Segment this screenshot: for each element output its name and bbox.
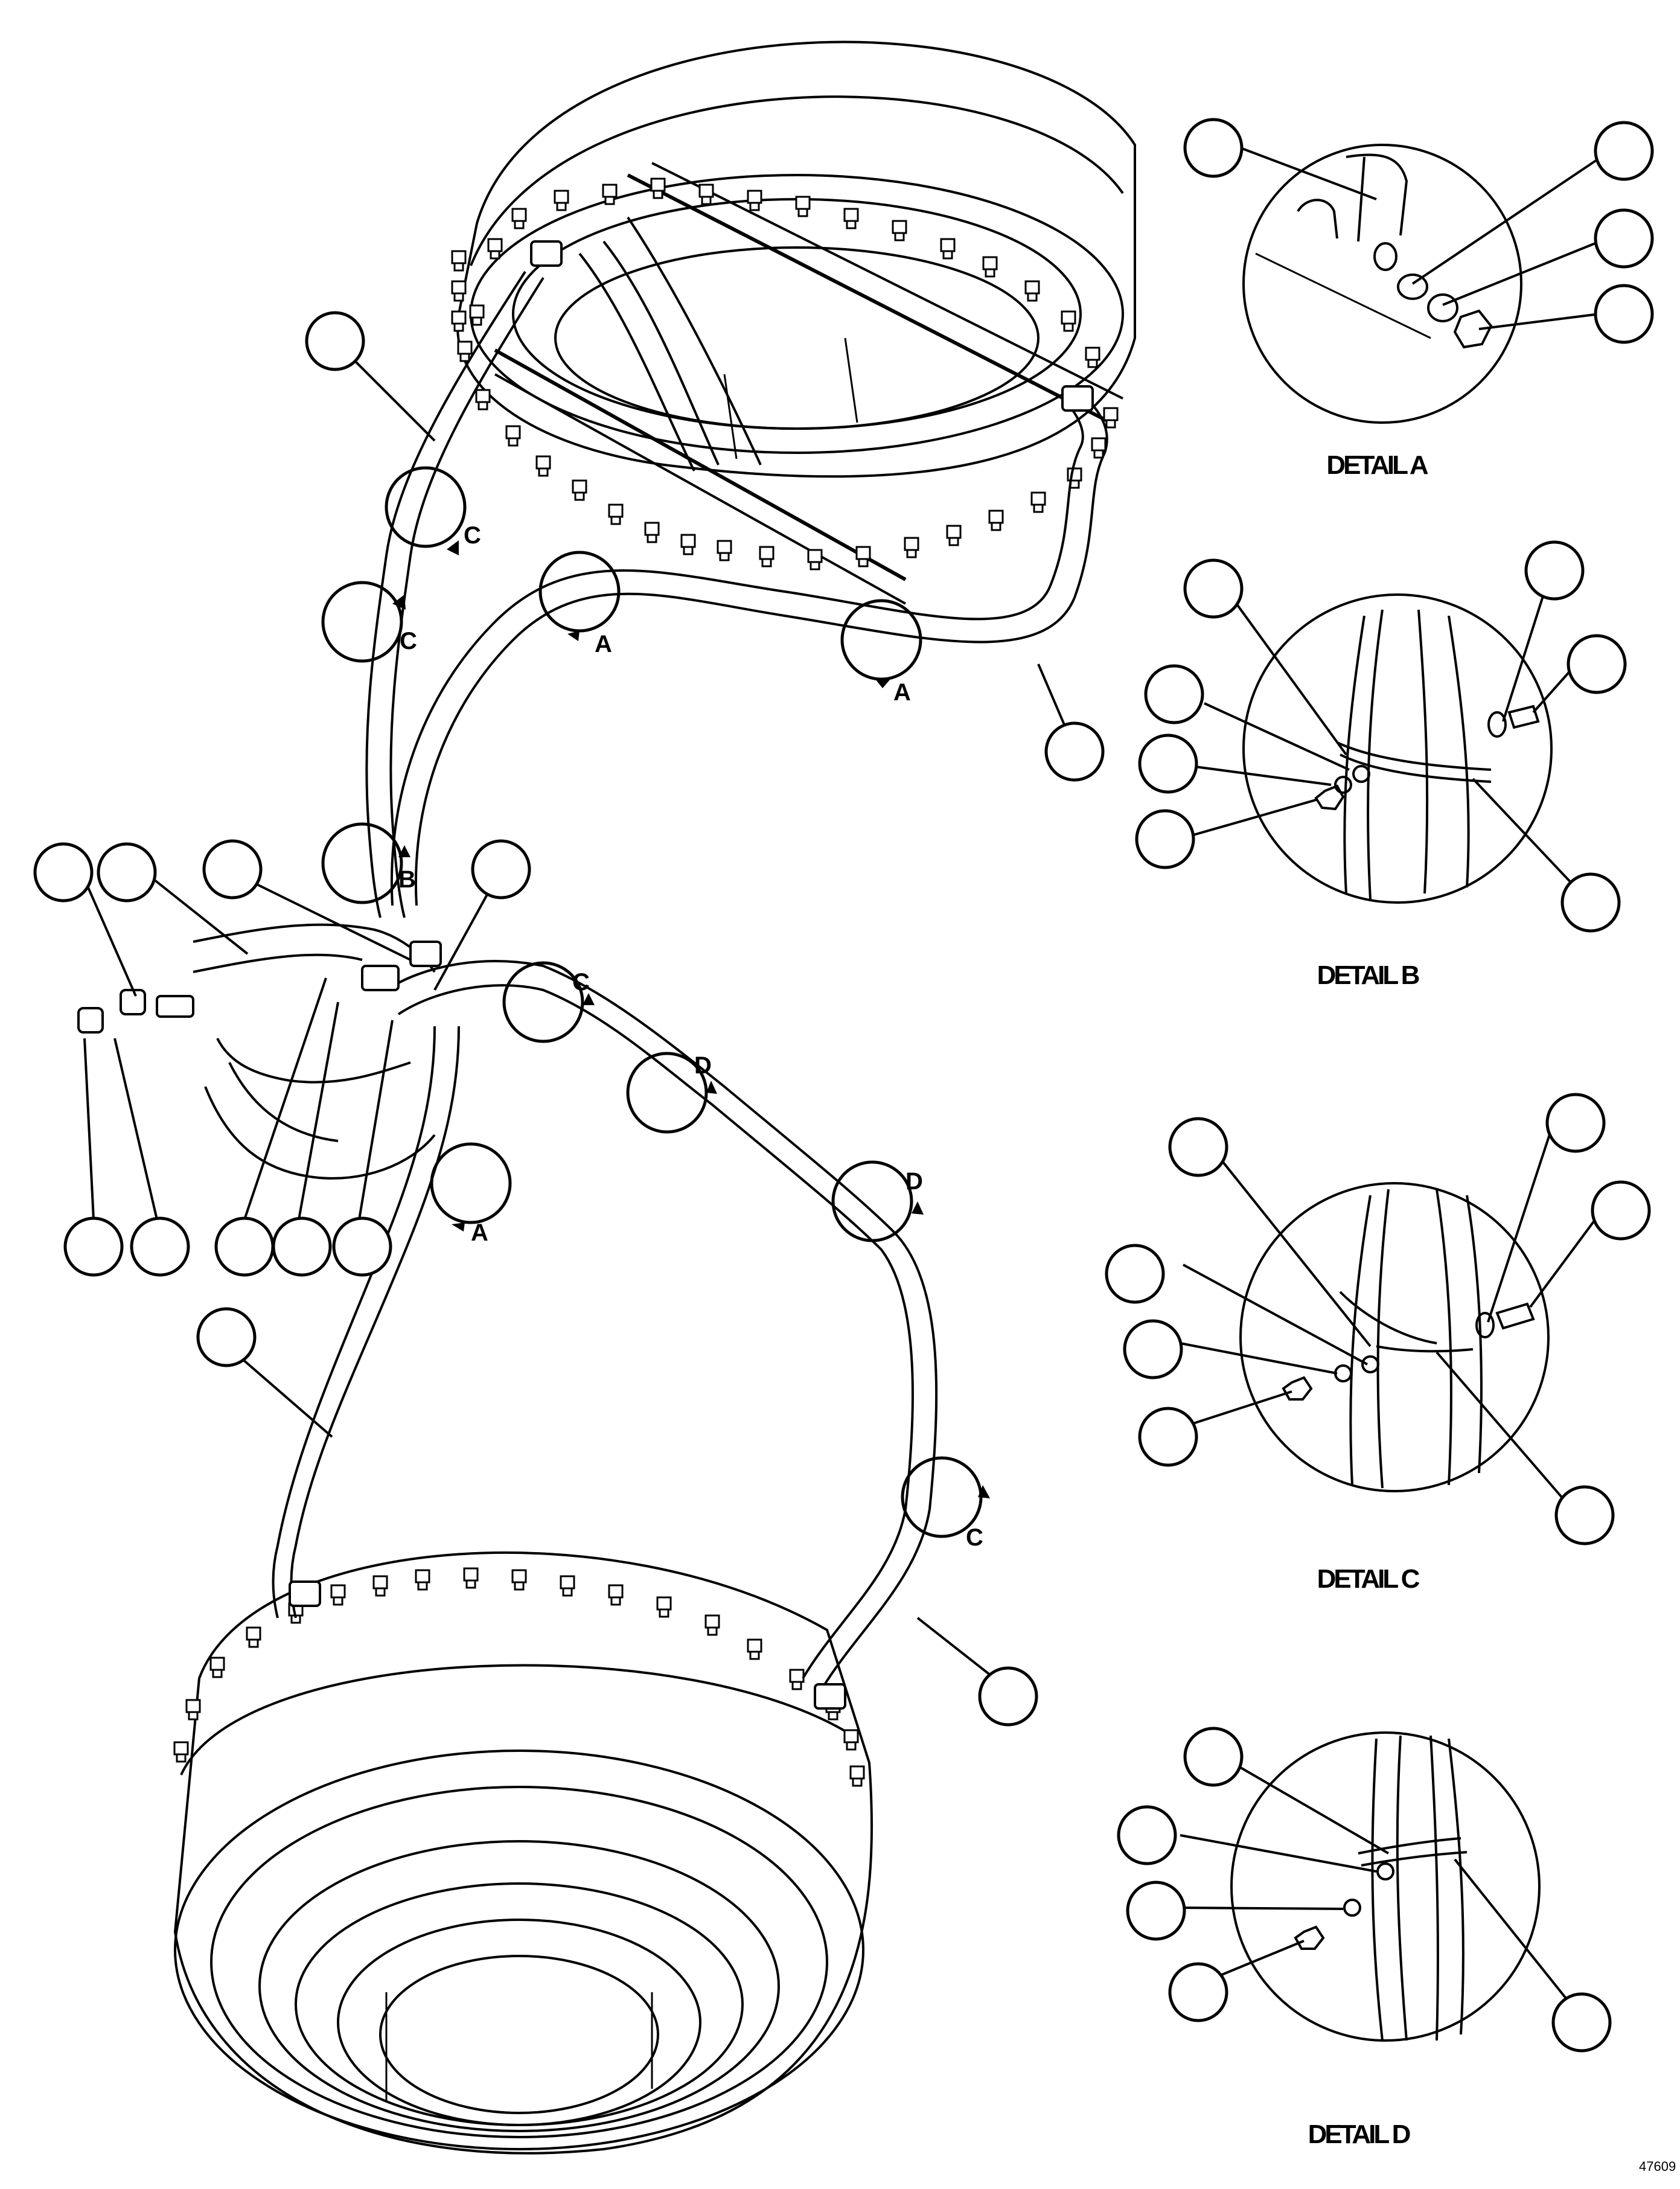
view-marker: C: [400, 628, 417, 654]
view-marker: B: [398, 866, 416, 893]
lower-engine-ring: [173, 1551, 874, 2155]
view-marker: C: [572, 969, 590, 995]
detail-a: DETAIL A: [1183, 118, 1654, 480]
view-marker: C: [464, 522, 481, 549]
view-marker: A: [471, 1219, 488, 1246]
detail-a-title: DETAIL A: [1326, 450, 1428, 480]
detail-d: DETAIL D: [1117, 1727, 1612, 2149]
view-marker: A: [893, 679, 911, 706]
figure-number: 47609: [1639, 2159, 1676, 2174]
hoses: [193, 270, 1108, 1692]
view-marker: D: [694, 1052, 712, 1079]
detail-c: DETAIL C: [1105, 1093, 1651, 1594]
main-callout-balloons: [33, 311, 1105, 1727]
rotation-arrowheads: [392, 540, 990, 1498]
detail-c-title: DETAIL C: [1317, 1564, 1420, 1594]
view-marker-labels: C C A A B C D D A C: [398, 522, 983, 1551]
hose-end-fittings: [77, 240, 1094, 1710]
view-marker: A: [595, 631, 612, 657]
upper-engine-ring: [456, 40, 1136, 605]
detail-b-title: DETAIL B: [1317, 960, 1419, 990]
view-marker: D: [905, 1168, 923, 1195]
detail-b: DETAIL B: [1135, 540, 1627, 990]
view-marker: C: [966, 1524, 983, 1551]
detail-d-title: DETAIL D: [1308, 2120, 1410, 2149]
